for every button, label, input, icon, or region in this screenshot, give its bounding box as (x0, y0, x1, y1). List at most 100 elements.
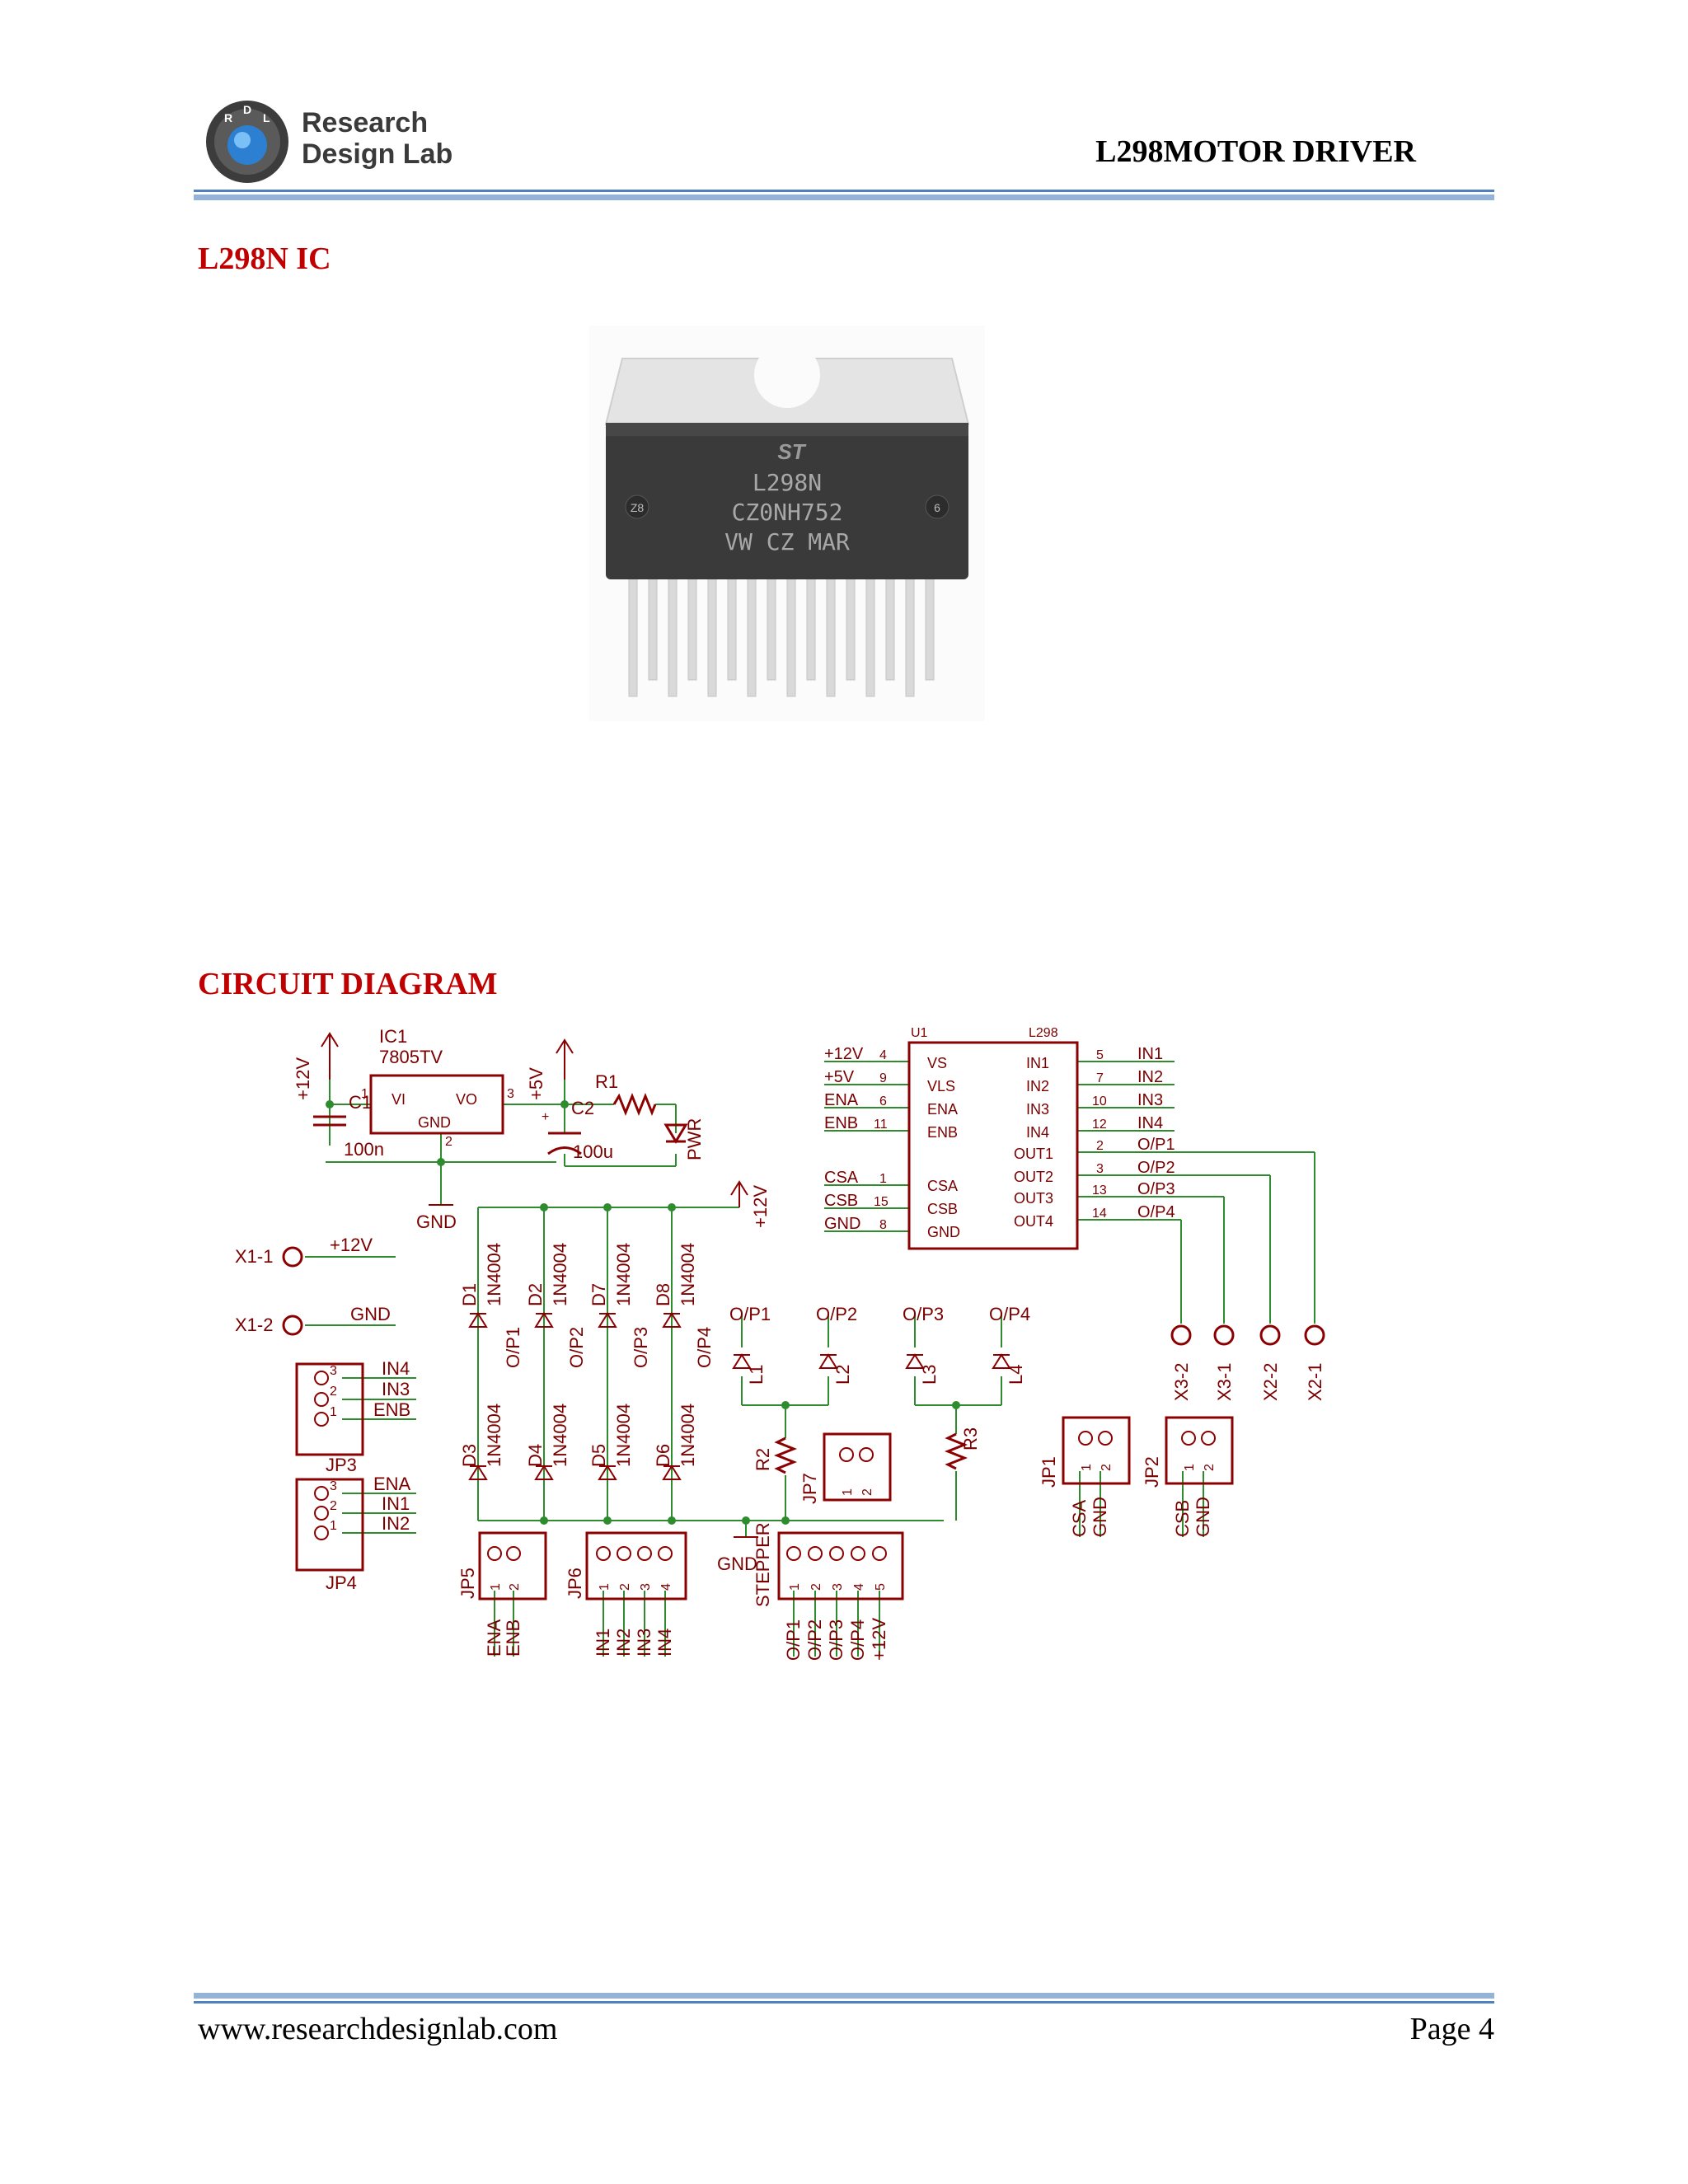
x2-2-label: X2-2 (1260, 1363, 1281, 1401)
x1-2-net: GND (350, 1304, 391, 1324)
jp6-pin4: 4 (659, 1583, 673, 1591)
d3-ref: D3 (459, 1444, 480, 1467)
jp4-pin3: 3 (330, 1479, 337, 1493)
d1-ref: D1 (459, 1283, 480, 1306)
u1-pin-enb: ENB (927, 1124, 958, 1141)
d7-net: O/P3 (631, 1327, 651, 1368)
d8-part: 1N4004 (678, 1243, 698, 1306)
r2-ref: R2 (753, 1448, 773, 1471)
jp1-ref: JP1 (1039, 1456, 1059, 1488)
u1-left-net-4: ENB (824, 1114, 858, 1132)
u1-ref: U1 (911, 1026, 928, 1040)
u1-pin-csa: CSA (927, 1178, 958, 1194)
d1-net: O/P1 (503, 1327, 523, 1368)
logo-wordmark: Research Design Lab (302, 107, 452, 170)
r1-ref: R1 (595, 1071, 618, 1092)
l3-net: O/P3 (903, 1304, 944, 1324)
section-heading-circuit: CIRCUIT DIAGRAM (198, 967, 498, 1001)
u1-right-net-3: IN3 (1137, 1091, 1163, 1109)
u1-right-num-6: 3 (1096, 1162, 1104, 1176)
header-rule (194, 190, 1494, 192)
ic-st-logo: ST (777, 439, 806, 464)
logo-letter-l: L (263, 111, 270, 124)
ic1-vi: VI (392, 1091, 406, 1108)
d7-part: 1N4004 (613, 1243, 634, 1306)
jp4-ref: JP4 (326, 1572, 357, 1593)
ic1-gnd: GND (418, 1114, 451, 1131)
jp3-pin3: 3 (330, 1364, 337, 1378)
footer-website: www.researchdesignlab.com (198, 2012, 558, 2046)
ic-marking-line2: CZ0NH752 (732, 499, 843, 526)
u1-pin-out4: OUT4 (1014, 1213, 1053, 1230)
jp8-net-op3: O/P3 (826, 1619, 846, 1661)
u1-right-net-8: O/P4 (1137, 1203, 1175, 1221)
v12-label-reg: +12V (293, 1057, 313, 1100)
u1-right-net-5: O/P1 (1137, 1136, 1175, 1154)
jp4-net-ena: ENA (373, 1474, 411, 1494)
company-logo: R D L Research Design Lab (204, 99, 476, 188)
l298n-ic-photo: Z8 6 ST L298N CZ0NH752 VW CZ MAR (589, 326, 985, 721)
jp8-net-op4: O/P4 (847, 1619, 868, 1661)
u1-pin-vls: VLS (927, 1078, 955, 1094)
jp8-pin3: 3 (831, 1583, 845, 1591)
d5-part: 1N4004 (613, 1404, 634, 1467)
l1-ref: L1 (746, 1365, 767, 1385)
x3-1-label: X3-1 (1214, 1363, 1235, 1401)
u1-pin-gnd: GND (927, 1224, 960, 1240)
jp8-net-op2: O/P2 (804, 1619, 825, 1661)
jp8-pin2: 2 (809, 1583, 823, 1591)
l4-net: O/P4 (989, 1304, 1030, 1324)
u1-right-net-7: O/P3 (1137, 1180, 1175, 1198)
jp7-pin2: 2 (860, 1488, 874, 1496)
ic1-pin3: 3 (507, 1087, 514, 1101)
jp5-net-ena: ENA (484, 1619, 504, 1657)
ic1-part: 7805TV (379, 1047, 443, 1067)
d2-ref: D2 (525, 1283, 546, 1306)
u1-pin-vs: VS (927, 1055, 947, 1071)
u1-left-net-1: +12V (824, 1045, 864, 1063)
d4-ref: D4 (525, 1444, 546, 1467)
jp6-net-in4: IN4 (654, 1629, 675, 1657)
stepper-label: STEPPER (753, 1522, 773, 1607)
jp1-pin2: 2 (1100, 1464, 1114, 1471)
u1-pin-ena: ENA (927, 1101, 958, 1118)
c2-plus: + (542, 1110, 549, 1124)
u1-right-num-3: 10 (1092, 1094, 1107, 1108)
u1-right-num-7: 13 (1092, 1183, 1107, 1197)
c1-value: 100n (344, 1139, 384, 1160)
jp3-ref: JP3 (326, 1455, 357, 1475)
x1-1-label: X1-1 (235, 1246, 273, 1267)
jp6-ref: JP6 (565, 1568, 585, 1599)
ic1-vo: VO (456, 1091, 477, 1108)
u1-right-num-5: 2 (1096, 1139, 1104, 1153)
u1-right-net-4: IN4 (1137, 1114, 1163, 1132)
c2-ref: C2 (571, 1098, 594, 1118)
footer-rule (194, 2001, 1494, 2004)
jp2-pin1: 1 (1183, 1464, 1197, 1471)
u1-left-net-7: GND (824, 1215, 860, 1233)
u1-right-num-2: 7 (1096, 1071, 1104, 1085)
r3-ref: R3 (960, 1427, 981, 1451)
v12-label-bridge: +12V (750, 1185, 771, 1228)
d5-ref: D5 (588, 1444, 609, 1467)
footer-rule-thick (194, 1993, 1494, 1999)
ic-right-code: 6 (934, 501, 940, 514)
ic1-pin1: 1 (361, 1087, 368, 1101)
ic-left-code: Z8 (631, 501, 645, 514)
u1-left-net-5: CSA (824, 1169, 859, 1187)
jp7-ref: JP7 (799, 1473, 820, 1504)
d6-part: 1N4004 (678, 1404, 698, 1467)
x1-1-net: +12V (330, 1235, 373, 1255)
jp3-pin1: 1 (330, 1405, 337, 1419)
u1-left-num-4: 11 (874, 1118, 888, 1132)
d2-part: 1N4004 (550, 1243, 570, 1306)
jp1-net-gnd: GND (1090, 1497, 1110, 1537)
jp2-net-csb: CSB (1172, 1500, 1193, 1537)
jp8-pin4: 4 (852, 1583, 866, 1591)
gnd-label-mid: GND (717, 1554, 757, 1574)
u1-left-net-6: CSB (824, 1192, 858, 1210)
x1-2-label: X1-2 (235, 1315, 273, 1335)
c1-ref: C1 (349, 1092, 372, 1113)
jp6-net-in3: IN3 (634, 1629, 654, 1657)
u1-right-num-8: 14 (1092, 1207, 1107, 1221)
